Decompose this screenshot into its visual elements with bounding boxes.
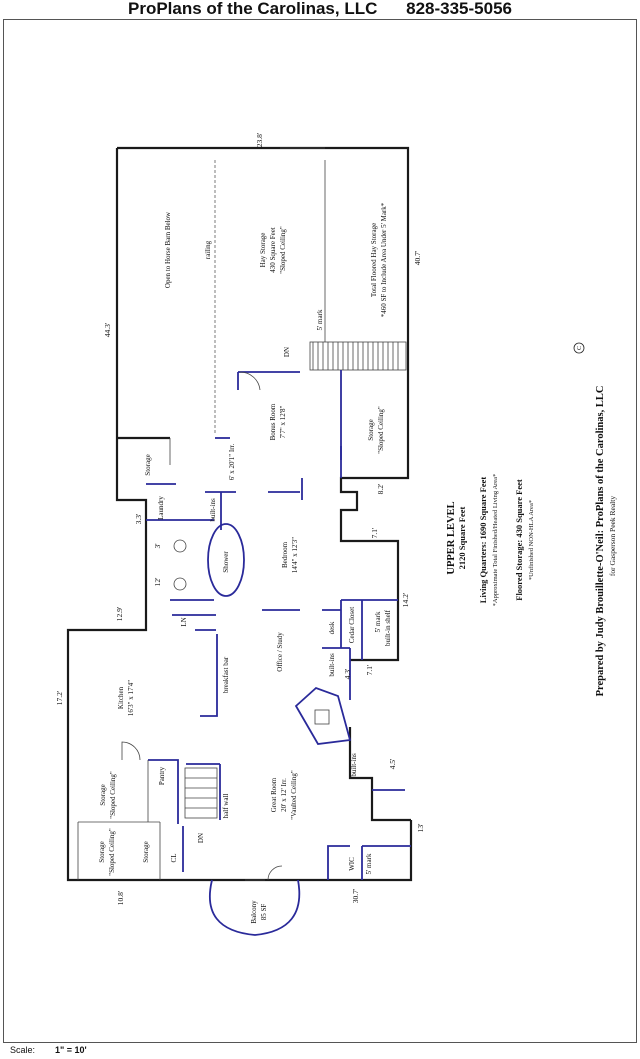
shower-label: Shower bbox=[222, 551, 230, 573]
scale-note: Scale: 1" = 10' bbox=[10, 1045, 87, 1055]
pantry-label: Pantry bbox=[158, 766, 166, 785]
dim-17-2: 17.2' bbox=[55, 690, 64, 705]
scale-value: 1" = 10' bbox=[55, 1045, 87, 1055]
area-legend: UPPER LEVEL 2120 Square Feet Living Quar… bbox=[446, 474, 535, 607]
bedroom-size: 14'4" x 12'3" bbox=[291, 537, 299, 573]
dimension-labels: 23.8' 44.3' 40.7' 3.3' 3' 12' 12.9' 17.2… bbox=[55, 132, 425, 905]
office-label: Office / Study bbox=[276, 632, 284, 672]
bedroom-label: Bedroom bbox=[281, 541, 289, 568]
living-note: *Approximate Total Finished/Heated Livin… bbox=[492, 474, 499, 607]
dim-13: 13' bbox=[416, 823, 425, 833]
stairs-lower bbox=[184, 767, 218, 819]
level-total: 2120 Square Feet bbox=[457, 507, 467, 570]
floored-storage: Floored Storage: 430 Square Feet bbox=[514, 479, 524, 601]
great-room-note: "Vaulted Ceiling" bbox=[290, 770, 298, 820]
living-quarters: Living Quarters: 1690 Square Feet bbox=[478, 477, 488, 604]
hay-storage-note: "Sloped Ceiling" bbox=[279, 226, 287, 274]
six-x-label: 6' x 20'1" Irr. bbox=[228, 444, 236, 481]
dim-12: 12' bbox=[153, 577, 162, 587]
wic-label: WIC bbox=[348, 857, 356, 871]
built-in-office: built-ins bbox=[328, 653, 336, 677]
prepared-for: for Gasperson Peek Realty bbox=[608, 496, 617, 576]
company-name: ProPlans of the Carolinas, LLC bbox=[128, 0, 378, 18]
exterior-walls bbox=[66, 146, 413, 882]
floored-hay-label: Total Floored Hay Storage bbox=[370, 223, 378, 297]
dim-30-7: 30.7' bbox=[351, 888, 360, 903]
storage-sloped-label: Storage bbox=[99, 784, 107, 805]
kitchen-size: 16'3" x 17'4" bbox=[127, 680, 135, 716]
storage-bonus-note: "Sloped Ceiling" bbox=[377, 406, 385, 454]
five-mark-upper: 5' mark bbox=[316, 309, 324, 330]
built-in-upper: built-ins bbox=[209, 498, 217, 522]
built-in-great: built-ins bbox=[350, 753, 358, 777]
dim-right-upper: 40.7' bbox=[413, 250, 422, 265]
built-in-shelf-label: built-in shelf bbox=[384, 609, 392, 646]
railing-label: railing bbox=[204, 240, 212, 259]
hay-storage-sqft: 430 Square Feet bbox=[269, 227, 277, 273]
half-wall-label: half wall bbox=[222, 794, 230, 819]
kitchen-label: Kitchen bbox=[117, 686, 125, 709]
dim-12-9: 12.9' bbox=[115, 606, 124, 621]
dim-4-3: 4.3' bbox=[343, 668, 352, 679]
floored-hay-note: *460 SF to Include Area Under 5' Mark* bbox=[380, 202, 388, 317]
floored-note: *Unfinished NON-HLA Area* bbox=[528, 500, 535, 580]
five-mark-wic: 5' mark bbox=[365, 853, 373, 874]
dim-left-upper: 44.3' bbox=[103, 322, 112, 337]
hay-storage-label: Hay Storage bbox=[259, 233, 267, 268]
cedar-closet-label: Cedar Closet bbox=[348, 607, 356, 643]
storage-small-label: Storage bbox=[144, 454, 152, 475]
balcony-label: Balcony bbox=[250, 900, 258, 924]
dim-7-1b: 7.1' bbox=[365, 664, 374, 675]
dim-3: 3' bbox=[153, 543, 162, 549]
dim-10-8: 10.8' bbox=[116, 890, 125, 905]
credit-block: Prepared by Judy Brouillette-O'Neil: Pro… bbox=[573, 342, 617, 697]
bonus-room-label: Bonus Room bbox=[269, 403, 277, 440]
desk-label: desk bbox=[328, 621, 336, 634]
phone-number: 828-335-5056 bbox=[406, 0, 512, 18]
storage-pantry-label: Storage bbox=[142, 841, 150, 862]
storage-sloped-note: "Sloped Ceiling" bbox=[109, 771, 117, 819]
scale-label: Scale: bbox=[10, 1045, 36, 1055]
copyright-icon bbox=[573, 342, 585, 354]
storage-lower-label: Storage bbox=[98, 841, 106, 862]
dim-8-2: 8.2' bbox=[376, 483, 385, 494]
dim-4-5: 4.5' bbox=[388, 758, 397, 769]
header: ProPlans of the Carolinas, LLC 828-335-5… bbox=[0, 0, 640, 20]
ln-label: LN bbox=[180, 617, 188, 626]
bonus-room-size: 7'7" x 12'8" bbox=[279, 405, 287, 438]
storage-bonus-label: Storage bbox=[367, 419, 375, 440]
prepared-by: Prepared by Judy Brouillette-O'Neil: Pro… bbox=[595, 386, 606, 697]
storage-lower-note: "Sloped Ceiling" bbox=[108, 828, 116, 876]
cl-label: CL bbox=[170, 854, 178, 863]
dim-14-2: 14.2' bbox=[401, 592, 410, 607]
five-mark-lower: 5' mark bbox=[374, 611, 382, 632]
breakfast-bar-label: breakfast bar bbox=[222, 656, 230, 693]
dim-top: 23.8' bbox=[255, 132, 264, 147]
great-room-size: 20' x 12' Irr. bbox=[280, 778, 288, 812]
dn-lower: DN bbox=[197, 833, 205, 843]
great-room-label: Great Room bbox=[270, 777, 278, 812]
balcony-sqft: 85 SF bbox=[260, 904, 268, 921]
room-labels: Open to Horse Barn Below railing Hay Sto… bbox=[98, 202, 392, 923]
door-swings bbox=[121, 371, 283, 881]
open-barn-label: Open to Horse Barn Below bbox=[164, 211, 172, 288]
dn-upper: DN bbox=[283, 347, 291, 357]
interior-walls bbox=[77, 147, 411, 936]
dim-7-1a: 7.1' bbox=[370, 527, 379, 538]
dim-3-3: 3.3' bbox=[134, 513, 143, 524]
copyright-symbol: C bbox=[577, 346, 583, 350]
laundry-label: Laundry bbox=[157, 496, 165, 520]
stairs-upper bbox=[312, 342, 399, 370]
level-title: UPPER LEVEL bbox=[446, 501, 457, 574]
page-frame bbox=[3, 19, 637, 1043]
